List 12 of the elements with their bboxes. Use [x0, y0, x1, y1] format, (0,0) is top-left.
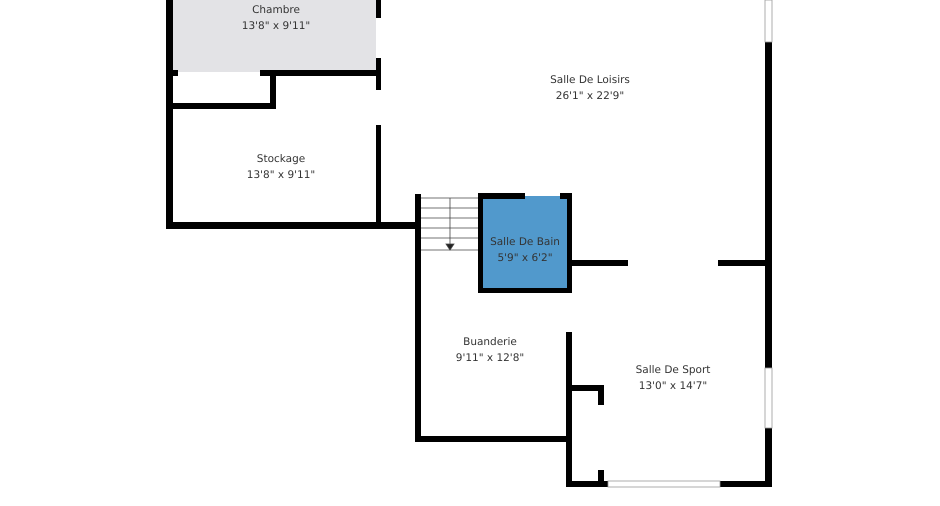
- room-dimensions: 5'9" x 6'2": [497, 251, 553, 266]
- room-dimensions: 26'1" x 22'9": [556, 89, 624, 104]
- room-dimensions: 13'8" x 9'11": [246, 168, 316, 183]
- room-dimensions: 13'0" x 14'7": [638, 379, 708, 394]
- room-name: Stockage: [256, 152, 306, 167]
- room-dimensions: 9'11" x 12'8": [456, 351, 524, 366]
- room-name: Salle De Loisirs: [550, 73, 630, 88]
- room-name: Buanderie: [463, 335, 517, 350]
- room-name: Chambre: [252, 3, 300, 18]
- room-dimensions: 13'8" x 9'11": [242, 19, 310, 34]
- room-name: Salle De Bain: [490, 235, 560, 250]
- room-name: Salle De Sport: [636, 363, 710, 378]
